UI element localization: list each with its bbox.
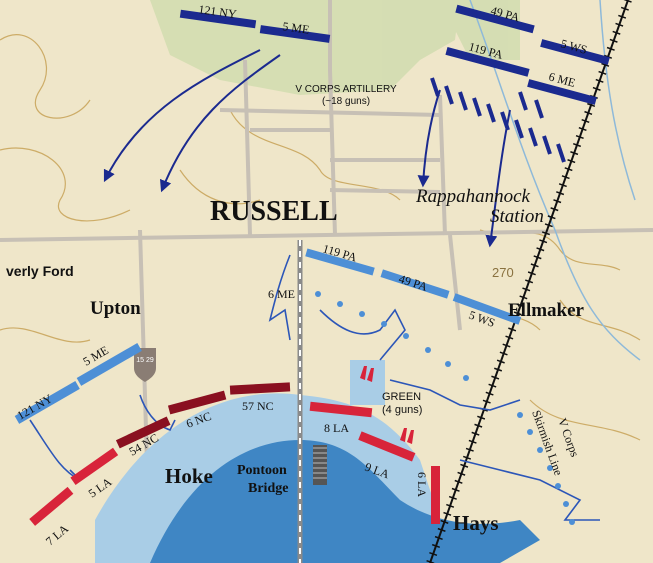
v-corps-artillery bbox=[430, 77, 566, 163]
unit-label: 5 ME bbox=[282, 19, 311, 37]
pontoon-bridge bbox=[297, 240, 327, 563]
green-label: GREEN bbox=[382, 391, 421, 403]
skirmish-line bbox=[315, 291, 575, 525]
unit-label: 6 ME bbox=[547, 69, 577, 90]
unit-label: 8 LA bbox=[324, 421, 349, 435]
upton-label: Upton bbox=[90, 298, 141, 319]
station-label: Station bbox=[490, 206, 544, 227]
route-shield-label: 15 29 bbox=[136, 357, 154, 364]
railroad bbox=[426, 0, 632, 563]
unit-label: 6 LA bbox=[415, 472, 429, 497]
route-shield: 15 29 bbox=[134, 348, 156, 382]
stream bbox=[599, 0, 636, 201]
rappahannock-label: Rappahannock bbox=[415, 186, 531, 207]
elevation-label: 270 bbox=[492, 265, 514, 280]
ellmaker-label: Ellmaker bbox=[508, 300, 585, 321]
union-top-units: 121 NY 5 ME 49 PA 119 PA 5 WS 6 ME bbox=[179, 2, 610, 105]
hoke-label: Hoke bbox=[165, 464, 213, 488]
green-artillery bbox=[360, 366, 414, 444]
unit-label: 5 WS bbox=[559, 36, 589, 56]
green-guns-label: (4 guns) bbox=[382, 404, 422, 416]
pontoon-label: Pontoon bbox=[237, 463, 287, 478]
hays-label: Hays bbox=[453, 511, 499, 535]
unit-label: 57 NC bbox=[242, 399, 274, 413]
russell-label: RUSSELL bbox=[210, 196, 338, 227]
unit-label: 121 NY bbox=[198, 2, 238, 21]
unit-label: 6 ME bbox=[268, 287, 295, 301]
artillery-label: V CORPS ARTILLERY bbox=[295, 84, 397, 95]
river bbox=[95, 360, 540, 563]
artillery-count-label: (~18 guns) bbox=[322, 96, 370, 107]
bridge-label: Bridge bbox=[248, 481, 288, 496]
ford-label: verly Ford bbox=[6, 263, 74, 279]
